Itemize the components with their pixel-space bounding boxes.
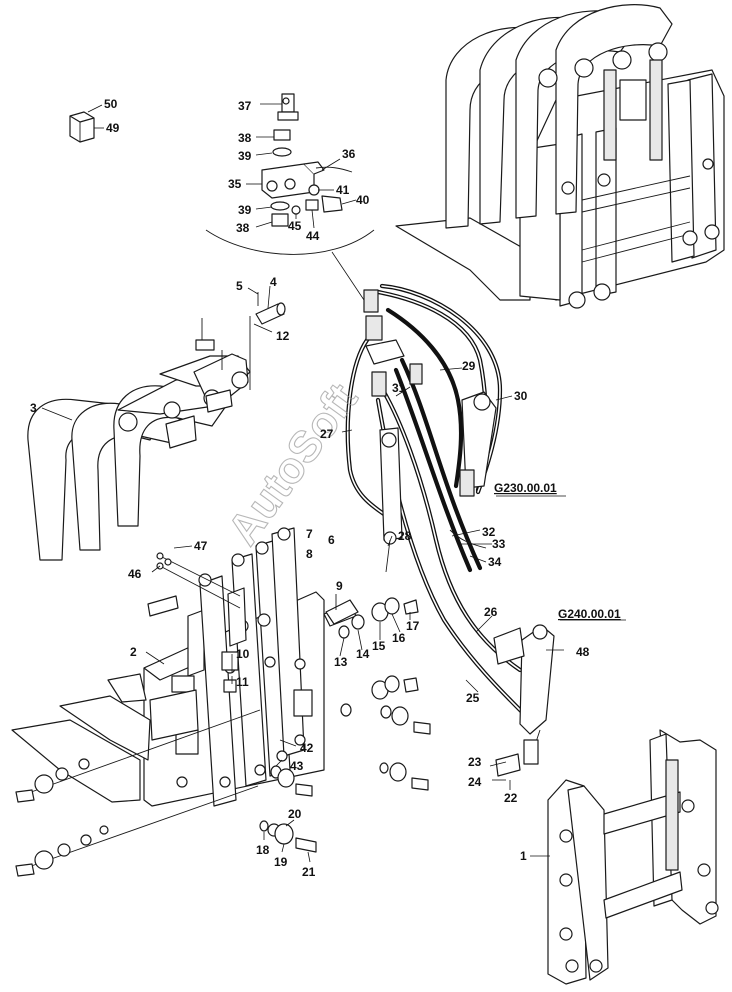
reference-g240: G240.00.01 — [558, 607, 621, 621]
watermark-text: AutoSoft — [218, 375, 367, 554]
callout-6: 6 — [328, 533, 335, 547]
callout-36: 36 — [342, 147, 356, 161]
callout-12: 12 — [276, 329, 290, 343]
callout-11: 11 — [236, 675, 249, 689]
callout-32: 32 — [482, 525, 496, 539]
reference-g230: G230.00.01 — [494, 481, 557, 495]
pins-9-11-46-47-drawing — [147, 545, 359, 693]
callout-9: 9 — [336, 579, 343, 593]
callout-2: 2 — [130, 645, 137, 659]
callout-28: 28 — [398, 529, 412, 543]
callout-15: 15 — [372, 639, 386, 653]
callout-26: 26 — [484, 605, 498, 619]
fastener-stack-left-drawing — [15, 709, 261, 877]
callout-24: 24 — [468, 775, 482, 789]
callout-49: 49 — [106, 121, 120, 135]
clamp-arms-drawing — [27, 339, 251, 561]
callout-13: 13 — [334, 655, 348, 669]
callout-7: 7 — [306, 527, 313, 541]
callout-43: 43 — [290, 759, 304, 773]
callout-5: 5 — [236, 279, 243, 293]
callout-27: 27 — [320, 427, 334, 441]
callout-10: 10 — [236, 647, 250, 661]
pins-4-5-12-drawing — [201, 285, 286, 390]
callout-37: 37 — [238, 99, 252, 113]
main-frame-drawing — [11, 527, 325, 807]
callout-14: 14 — [356, 647, 370, 661]
callout-41: 41 — [336, 183, 350, 197]
callout-35: 35 — [228, 177, 242, 191]
callout-33: 33 — [492, 537, 506, 551]
callout-8: 8 — [306, 547, 313, 561]
callout-29: 29 — [462, 359, 476, 373]
callout-25: 25 — [466, 691, 480, 705]
callout-22: 22 — [504, 791, 518, 805]
callout-23: 23 — [468, 755, 482, 769]
callout-48: 48 — [576, 645, 590, 659]
callout-50: 50 — [104, 97, 118, 111]
callout-38b: 38 — [236, 221, 250, 235]
callout-30: 30 — [514, 389, 528, 403]
callout-18: 18 — [256, 843, 270, 857]
callout-20: 20 — [288, 807, 302, 821]
callout-19: 19 — [274, 855, 288, 869]
callout-40: 40 — [356, 193, 370, 207]
valve-detail-drawing — [205, 93, 375, 313]
callout-34: 34 — [488, 555, 502, 569]
callout-3: 3 — [30, 401, 37, 415]
callout-1: 1 — [520, 849, 527, 863]
callout-38a: 38 — [238, 131, 252, 145]
callout-45: 45 — [288, 219, 302, 233]
callout-31: 31 — [392, 381, 406, 395]
callout-39a: 39 — [238, 149, 252, 163]
hydraulic-hoses-drawing — [341, 283, 626, 790]
callout-47: 47 — [194, 539, 208, 553]
part-49-50-drawing — [69, 104, 104, 143]
frame-part-1-drawing — [530, 729, 719, 985]
callout-39b: 39 — [238, 203, 252, 217]
callout-44: 44 — [306, 229, 320, 243]
callout-16: 16 — [392, 631, 406, 645]
callout-17: 17 — [406, 619, 420, 633]
assembled-attachment-drawing — [395, 4, 725, 309]
callout-labels: 1 2 3 4 5 6 7 8 9 10 11 12 13 14 15 16 1… — [30, 97, 621, 879]
callout-46: 46 — [128, 567, 142, 581]
callout-21: 21 — [302, 865, 316, 879]
callout-4: 4 — [270, 275, 277, 289]
callout-42: 42 — [300, 741, 314, 755]
